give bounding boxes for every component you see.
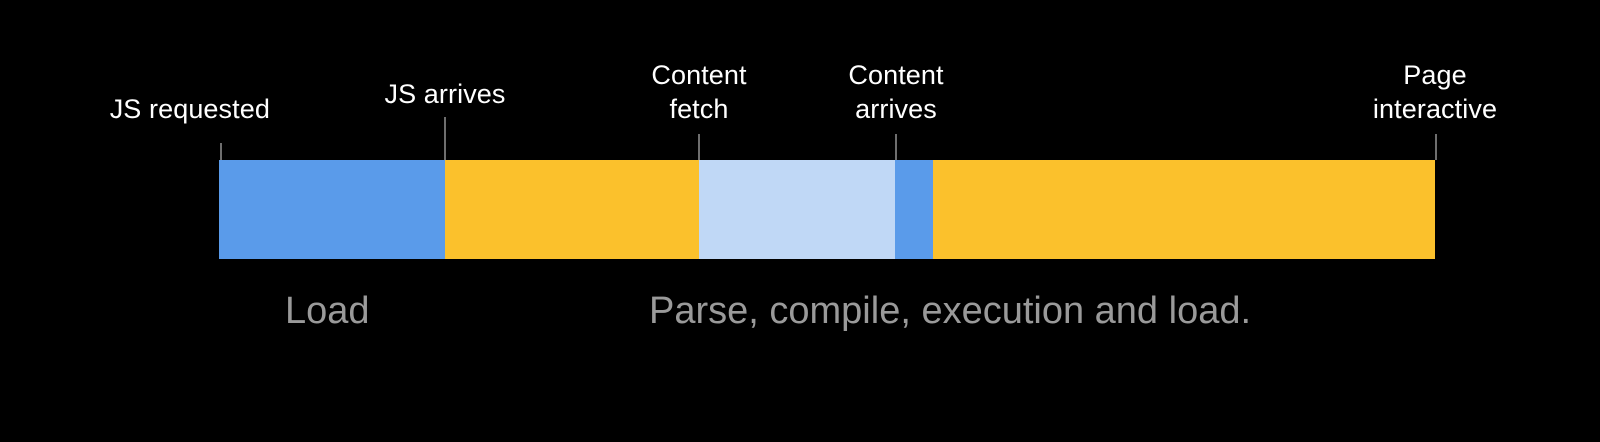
tick-line-js-requested [220, 143, 222, 160]
timeline-segment-content-download [895, 160, 933, 259]
marker-label-line: JS arrives [384, 79, 506, 109]
marker-label-js-requested: JS requested [0, 92, 270, 126]
marker-label-line: Page [1403, 60, 1467, 90]
marker-label-js-arrives: JS arrives [290, 77, 600, 111]
tick-line-content-arrives [895, 134, 897, 160]
timeline-bar [219, 160, 1435, 259]
timeline-segment-js-parse-compile-b [933, 160, 1435, 259]
marker-label-content-arrives: Content arrives [746, 58, 1046, 126]
marker-label-line: interactive [1372, 94, 1498, 124]
tick-line-js-arrives [444, 117, 446, 160]
phase-caption-text: Parse, compile, execution and load. [649, 290, 1252, 332]
marker-label-page-interactive: Page interactive [1280, 58, 1590, 126]
marker-label-content-fetch: Content fetch [549, 58, 849, 126]
tick-line-page-interactive [1435, 134, 1437, 160]
marker-label-line: JS requested [109, 94, 270, 124]
timeline-segment-content-wait [699, 160, 895, 259]
timeline-segment-js-parse-compile-a [445, 160, 699, 259]
timeline-segment-js-download [219, 160, 445, 259]
tick-line-content-fetch [698, 134, 700, 160]
phase-caption-parse-compile-execute: Parse, compile, execution and load. [0, 288, 1600, 334]
phase-caption-load: Load [0, 288, 1600, 334]
marker-label-line: Content [848, 60, 944, 90]
marker-label-line: arrives [855, 94, 937, 124]
marker-label-line: Content [651, 60, 747, 90]
phase-caption-text: Load [285, 290, 370, 332]
marker-label-line: fetch [669, 94, 729, 124]
